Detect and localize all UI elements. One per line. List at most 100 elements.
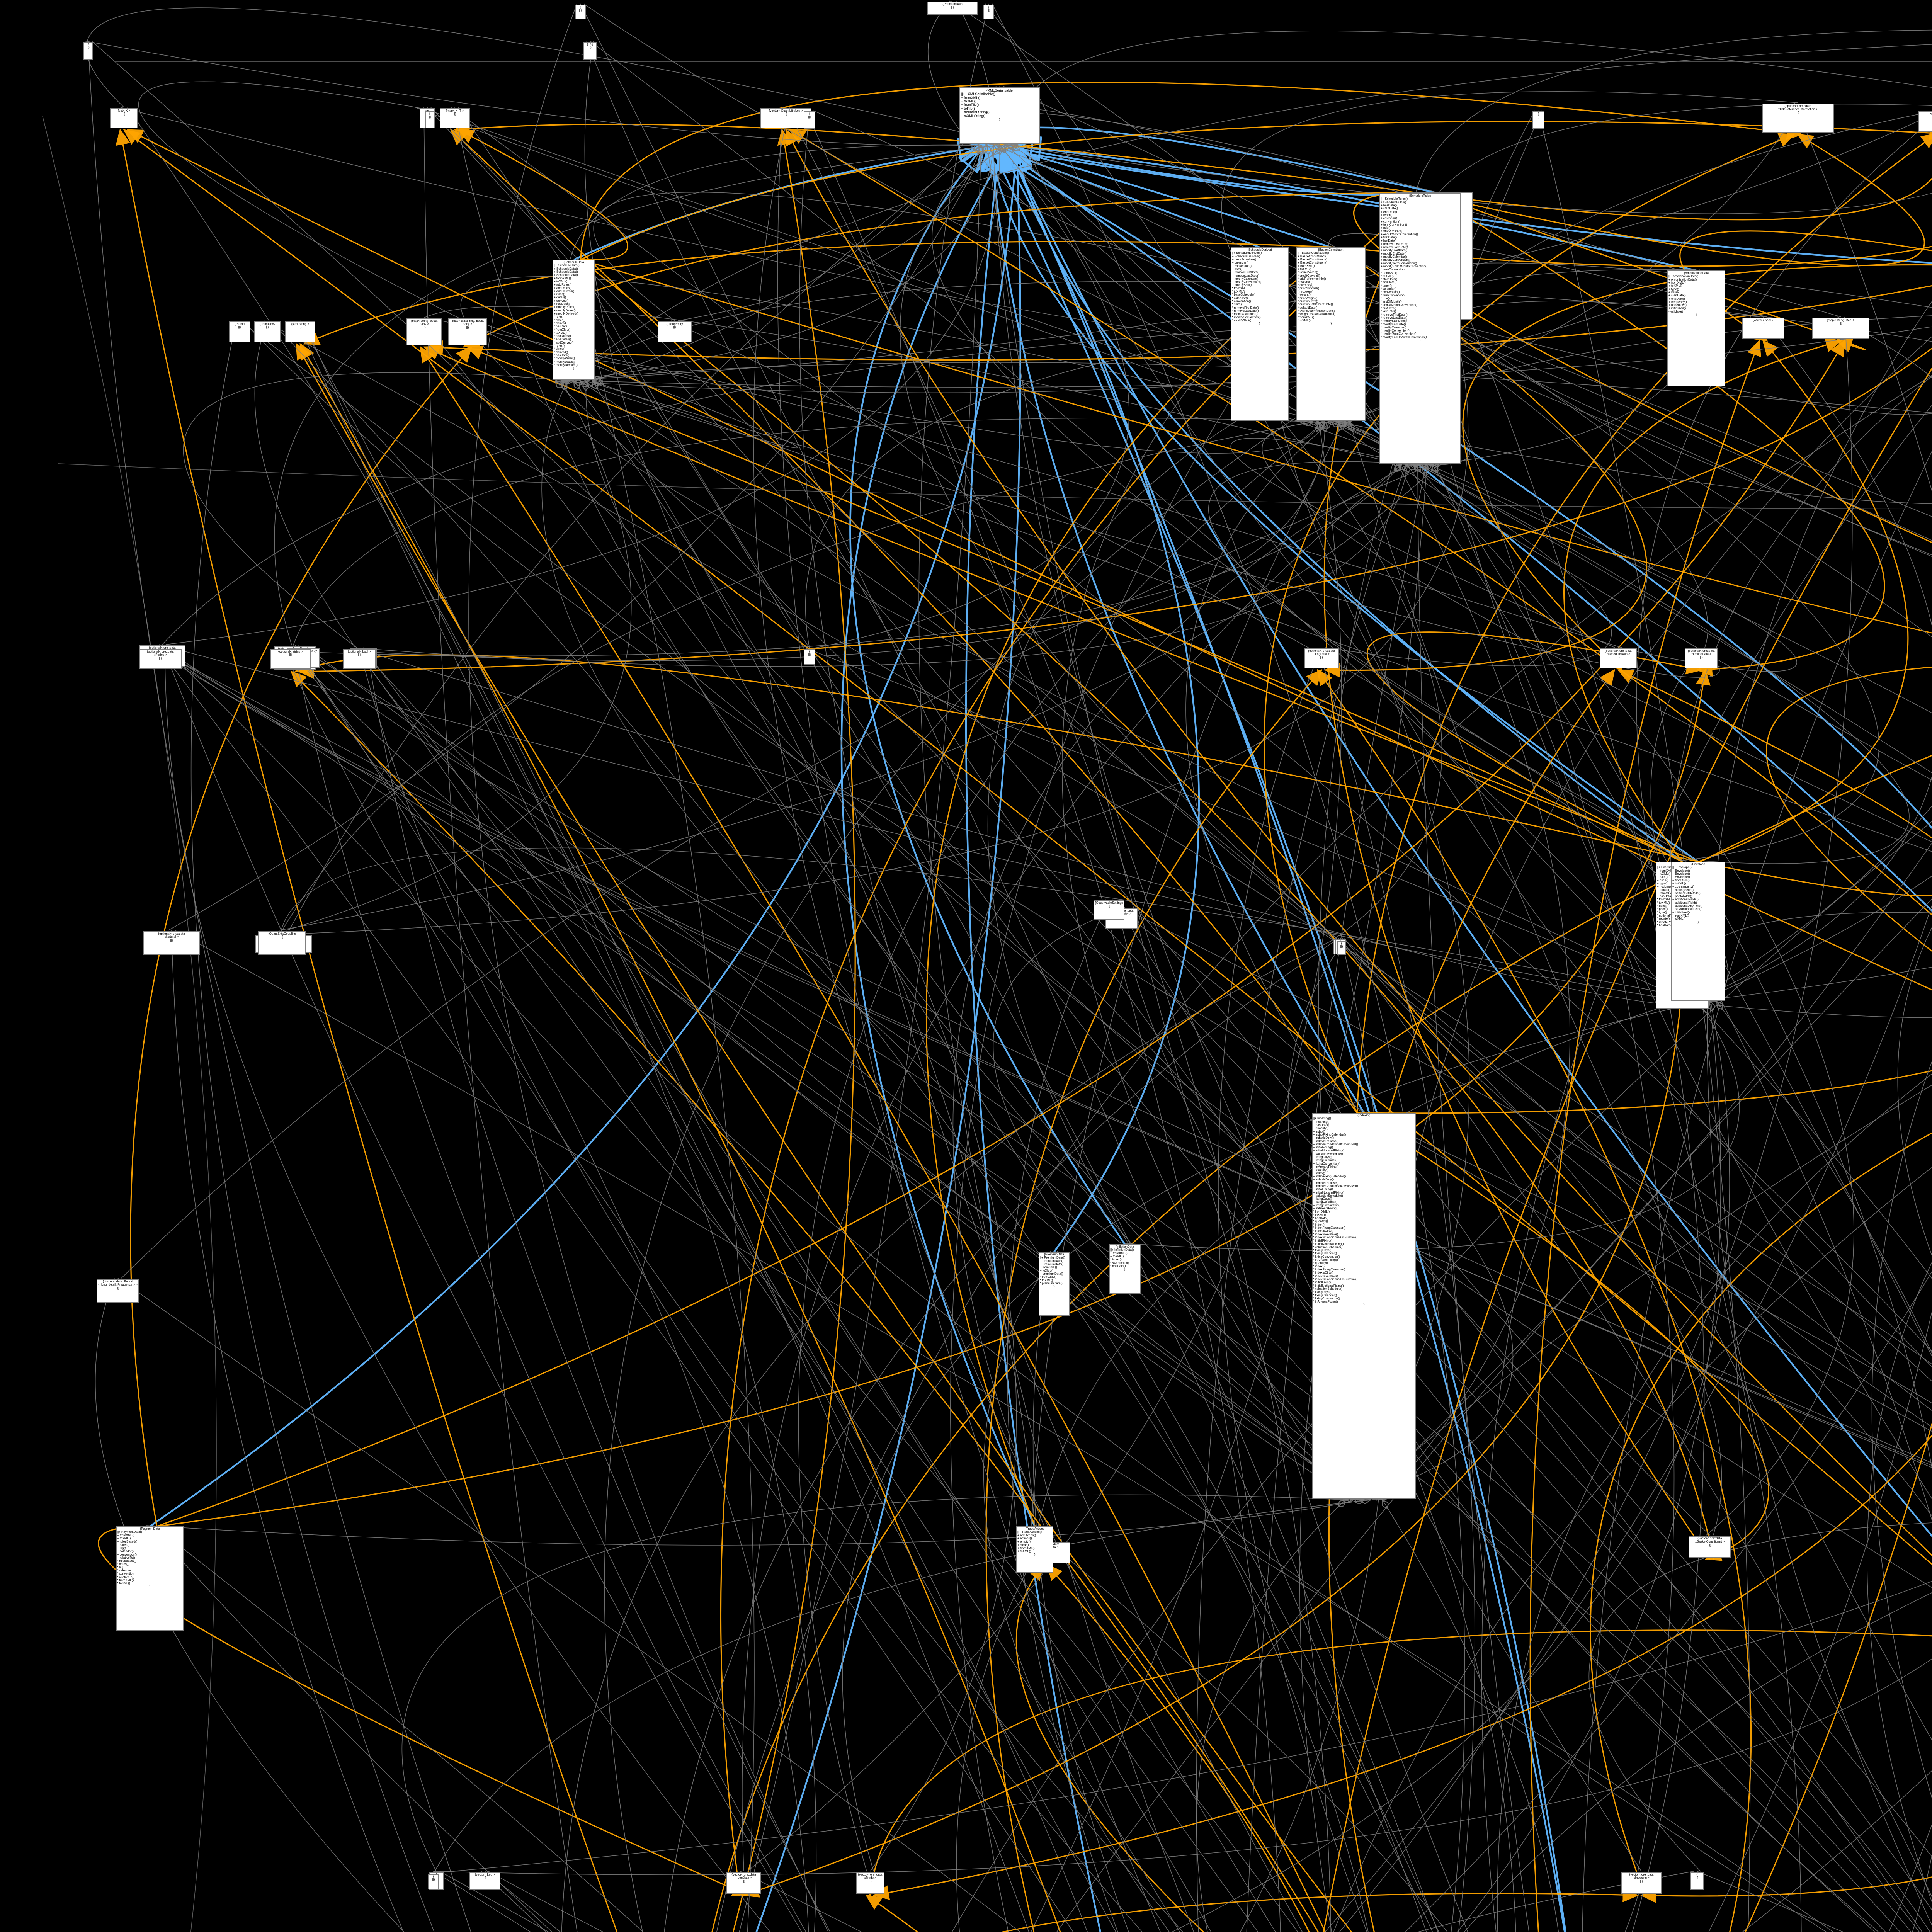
edge [1344, 422, 1932, 774]
class-node-optional_per_Natural[interactable]: {optional< ore::data ::Natural >||} [143, 931, 200, 955]
class-node-brace: ||} [466, 325, 469, 329]
class-node-title: {map< std::string, boost ::any > [451, 319, 484, 326]
class-node-InflationData[interactable]: {InflationData||+ InflationData() + from… [1109, 1244, 1141, 1294]
class-node-title: {map< K, T > [446, 109, 464, 112]
edge [359, 647, 1364, 1500]
class-node-optVecDataL[interactable]: {optional< ore::data ::LegData >||} [1304, 648, 1339, 668]
class-node-optVecDataM1[interactable]: {optional< ore::data ::ScheduleData >||} [1600, 648, 1637, 668]
edge [291, 418, 1319, 652]
class-node-BucketedLeft[interactable]: {QuantExt::Coupling||} [258, 931, 306, 955]
edge [121, 464, 1432, 1279]
class-node-members: ||+ ~XMLSerializable() + fromXML() + toX… [961, 92, 995, 118]
class-node-setK[interactable]: {set< K >||} [110, 108, 138, 128]
class-node-aa_left[interactable]: {||} [425, 111, 434, 128]
edge [678, 145, 981, 321]
class-node-K[interactable]: {K||} [83, 42, 93, 60]
edge [1427, 192, 1885, 677]
edge [983, 128, 1435, 194]
class-node-vectorQLLeg[interactable]: {vector< QuantLib::Leg >||} [760, 108, 811, 128]
edge [561, 0, 994, 381]
class-node-title: {optional< ore::data ::CdsReferenceInfor… [1778, 104, 1818, 111]
class-node-brace: ||} [1107, 904, 1111, 908]
edge [580, 259, 1718, 1561]
class-node-Indexing[interactable]: {Indexing||+ Indexing() + Indexing() + h… [1312, 1113, 1416, 1499]
class-node-title: {map< string, Real > [1827, 318, 1855, 322]
class-node-TradeActionsBox[interactable]: {TradeActions||+ TradeActions() + addAct… [1016, 1526, 1053, 1573]
class-node-FixingEntry[interactable]: {FixingEntry||} [658, 321, 692, 342]
class-node-title: {InflationData [1116, 1245, 1134, 1248]
class-node-EnvelopeBox[interactable]: {Envelope||+ Envelope() + Envelope() + E… [1671, 862, 1725, 1001]
edge [711, 755, 1932, 1932]
class-node-brace: ||} [808, 115, 811, 119]
class-node-optionalCdsRefInfo[interactable]: {optional< ore::data ::CdsReferenceInfor… [1762, 104, 1834, 133]
class-node-XMLSerializable[interactable]: {XMLSerializable||+ ~XMLSerializable() +… [959, 87, 1040, 144]
class-node-vectorString_r[interactable]: {vector< string >||} [1918, 111, 1932, 132]
edge [401, 1494, 1352, 1872]
edge [755, 146, 1020, 1932]
class-node-ScheduleData[interactable]: {ScheduleData||+ ScheduleData() + Schedu… [553, 260, 595, 380]
class-node-bool_mid_box[interactable]: {||} [1690, 1872, 1704, 1890]
class-node-sm1[interactable]: {||} [804, 649, 815, 665]
edge [481, 1871, 547, 1932]
class-node-title: {Frequency [259, 322, 276, 326]
class-node-small_mid_2[interactable]: {||} [428, 1874, 439, 1889]
class-node-sz_mid[interactable]: {||} [804, 111, 815, 129]
edge [1256, 246, 1932, 1522]
class-node-left_node_a[interactable]: {optional< ore::data ::Period >||} [139, 649, 182, 669]
class-node-mapStringBoostAny[interactable]: {map< string, boost ::any >||} [406, 318, 442, 345]
edge [423, 346, 1699, 862]
edge [156, 668, 1711, 1527]
class-node-PremiumDatum_box[interactable]: {PremiumData||+ PremiumData() + PremiumD… [1039, 1252, 1070, 1316]
class-node-members: ||+ AmortizationData() + AmortizationDat… [1668, 274, 1699, 313]
class-node-brace: ||} [122, 112, 126, 116]
class-node-ScheduleDates[interactable]: {ScheduleDerived||+ ScheduleDerived() + … [1231, 247, 1289, 421]
class-node-brace: ||} [1617, 655, 1620, 659]
class-node-Period[interactable]: {Period||} [229, 321, 250, 342]
edge [664, 938, 1339, 1932]
class-node-optVecDataM2[interactable]: {optional< ore::data ::OptionData >||} [1685, 648, 1718, 668]
class-node-prem_top[interactable]: {PremiumData||} [927, 2, 978, 15]
class-node-members: ||+ InflationData() + fromXML() + toXML(… [1110, 1248, 1134, 1268]
class-node-setString[interactable]: {set< string >||} [285, 321, 315, 342]
class-node-AmortizationData[interactable]: {AmortizationData||+ AmortizationData() … [1667, 270, 1725, 386]
class-node-ObserverLike[interactable]: {ObservableSettings||} [1094, 900, 1124, 920]
class-node-vectorBool[interactable]: {vector< bool >||} [1742, 318, 1784, 339]
class-node-mapStdStringBoostAny[interactable]: {map< std::string, boost ::any >||} [448, 318, 487, 345]
edge [430, 1581, 1932, 1874]
edge [1656, 1060, 1932, 1932]
class-node-boostany_top[interactable]: {||} [983, 5, 994, 19]
edge [1008, 146, 1932, 1537]
edge [138, 81, 586, 381]
class-node-Frequency[interactable]: {Frequency||} [254, 321, 281, 342]
class-node-vecLegDataMid3[interactable]: {vector< ore::data ::Trade >||} [856, 1872, 884, 1894]
class-node-PaymentData[interactable]: {PaymentData||+ PaymentData() + fromXML(… [116, 1526, 184, 1631]
class-node-Leg[interactable]: {Leg||} [583, 42, 597, 60]
edge [541, 381, 1122, 1244]
class-node-vecLegDataMid2[interactable]: {vector< ore::data ::LegData >||} [726, 1872, 761, 1894]
edge [84, 41, 987, 146]
class-node-vecLegDataMid[interactable]: {vector< Leg >||} [469, 1872, 500, 1890]
class-node-title: {Envelope [1691, 862, 1706, 866]
edge [116, 61, 1932, 65]
class-node-brace: ||} [116, 1286, 119, 1290]
class-node-BasketConstituent[interactable]: {BasketConstituent||+ BasketConstituent(… [1296, 247, 1366, 421]
edge [983, 1251, 1170, 1932]
class-node-PeriodLeft[interactable]: {ptr< ore::data::Period < long, detail::… [97, 1279, 139, 1303]
class-node-sm2[interactable]: {||} [1337, 941, 1346, 955]
edge [1427, 192, 1866, 353]
class-node-brace: ||} [266, 325, 269, 329]
class-node-brace: } [1419, 338, 1421, 342]
class-node-vec_data_Indexing[interactable]: {vector< ore::data ::Indexing >||} [1621, 1872, 1662, 1894]
class-node-mapStringReal[interactable]: {map< string, Real >||} [1812, 318, 1869, 339]
edge [161, 651, 1074, 1932]
class-node-left_node_c[interactable]: {optional< bool >||} [343, 649, 376, 669]
edge [466, 345, 1683, 862]
class-node-left_node_b[interactable]: {optional< string >||} [270, 649, 311, 669]
class-node-bool_mid[interactable]: {||} [1532, 111, 1544, 129]
class-node-vec_data_Basket[interactable]: {vector< ore::data ::BasketConstituent >… [1689, 1536, 1731, 1558]
class-node-string_top[interactable]: {||} [575, 5, 586, 19]
edge [146, 1500, 1364, 1546]
class-node-ScheduleRules[interactable]: {ScheduleRules||+ ScheduleRules() + Sche… [1379, 193, 1461, 464]
class-node-mapKT[interactable]: {map< K, T >||} [440, 108, 470, 128]
class-node-title: {vector< ore::data ::Indexing > [1629, 1873, 1654, 1880]
